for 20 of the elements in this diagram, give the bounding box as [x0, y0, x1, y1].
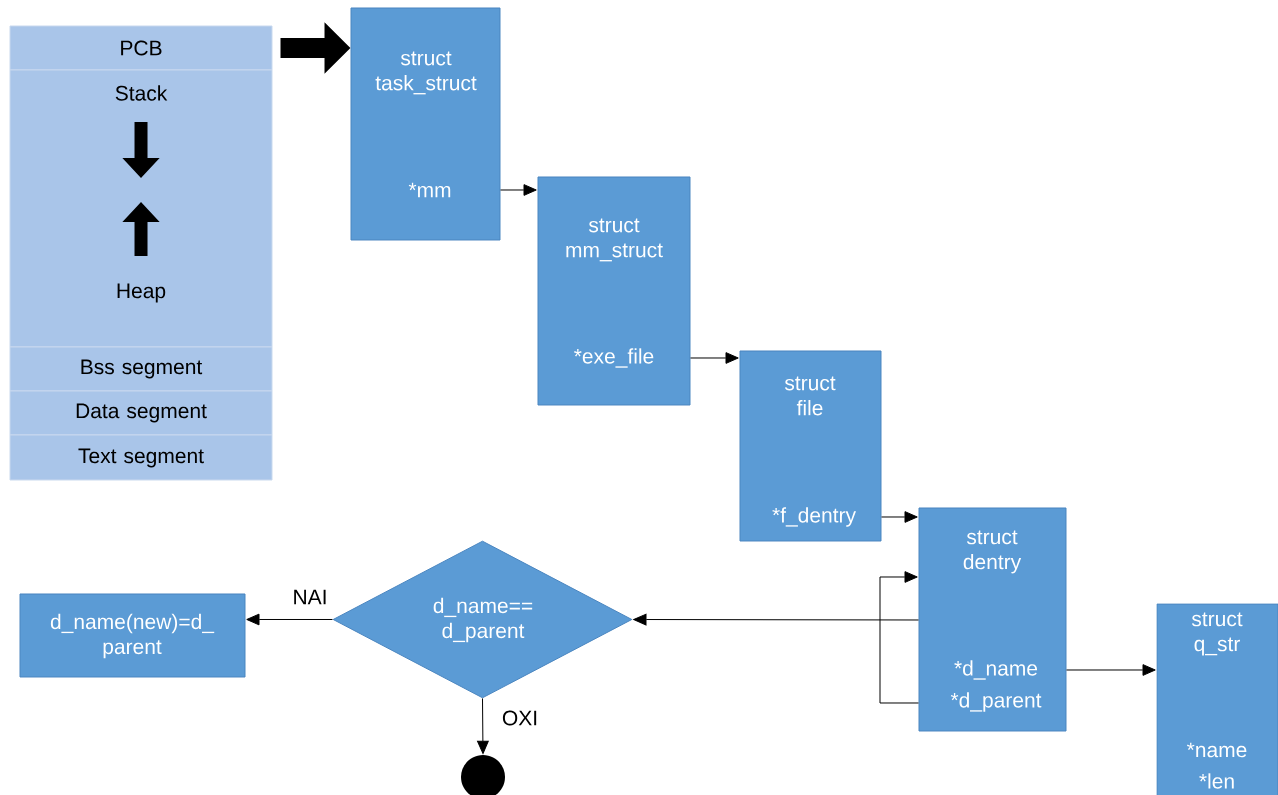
- memory-segment-cell: Data segment: [9, 390, 273, 436]
- struct-box: struct dentry *d_name *d_parent: [918, 507, 1067, 732]
- process-box: d_name(new)=d_ parent: [19, 593, 246, 678]
- arrow: [246, 613, 333, 626]
- struct-box: struct q_str *name *len: [1156, 603, 1278, 795]
- arrow: [690, 352, 739, 364]
- memory-segment-cell: PCB: [9, 25, 273, 71]
- edge-label: OXI: [499, 708, 541, 728]
- arrow: [1066, 664, 1156, 676]
- arrow: [500, 184, 537, 196]
- arrow: [633, 613, 919, 626]
- struct-box: struct task_struct *mm: [350, 7, 501, 241]
- arrow: [881, 511, 918, 523]
- arrow: [477, 698, 489, 755]
- struct-box: struct file *f_dentry: [739, 350, 882, 542]
- memory-segment-cell: Text segment: [9, 434, 273, 481]
- edge-label: NAI: [290, 587, 330, 607]
- memory-segment-cell: Bss segment: [9, 346, 273, 392]
- arrow: [879, 571, 919, 704]
- struct-box: struct mm_struct *exe_file: [537, 176, 691, 406]
